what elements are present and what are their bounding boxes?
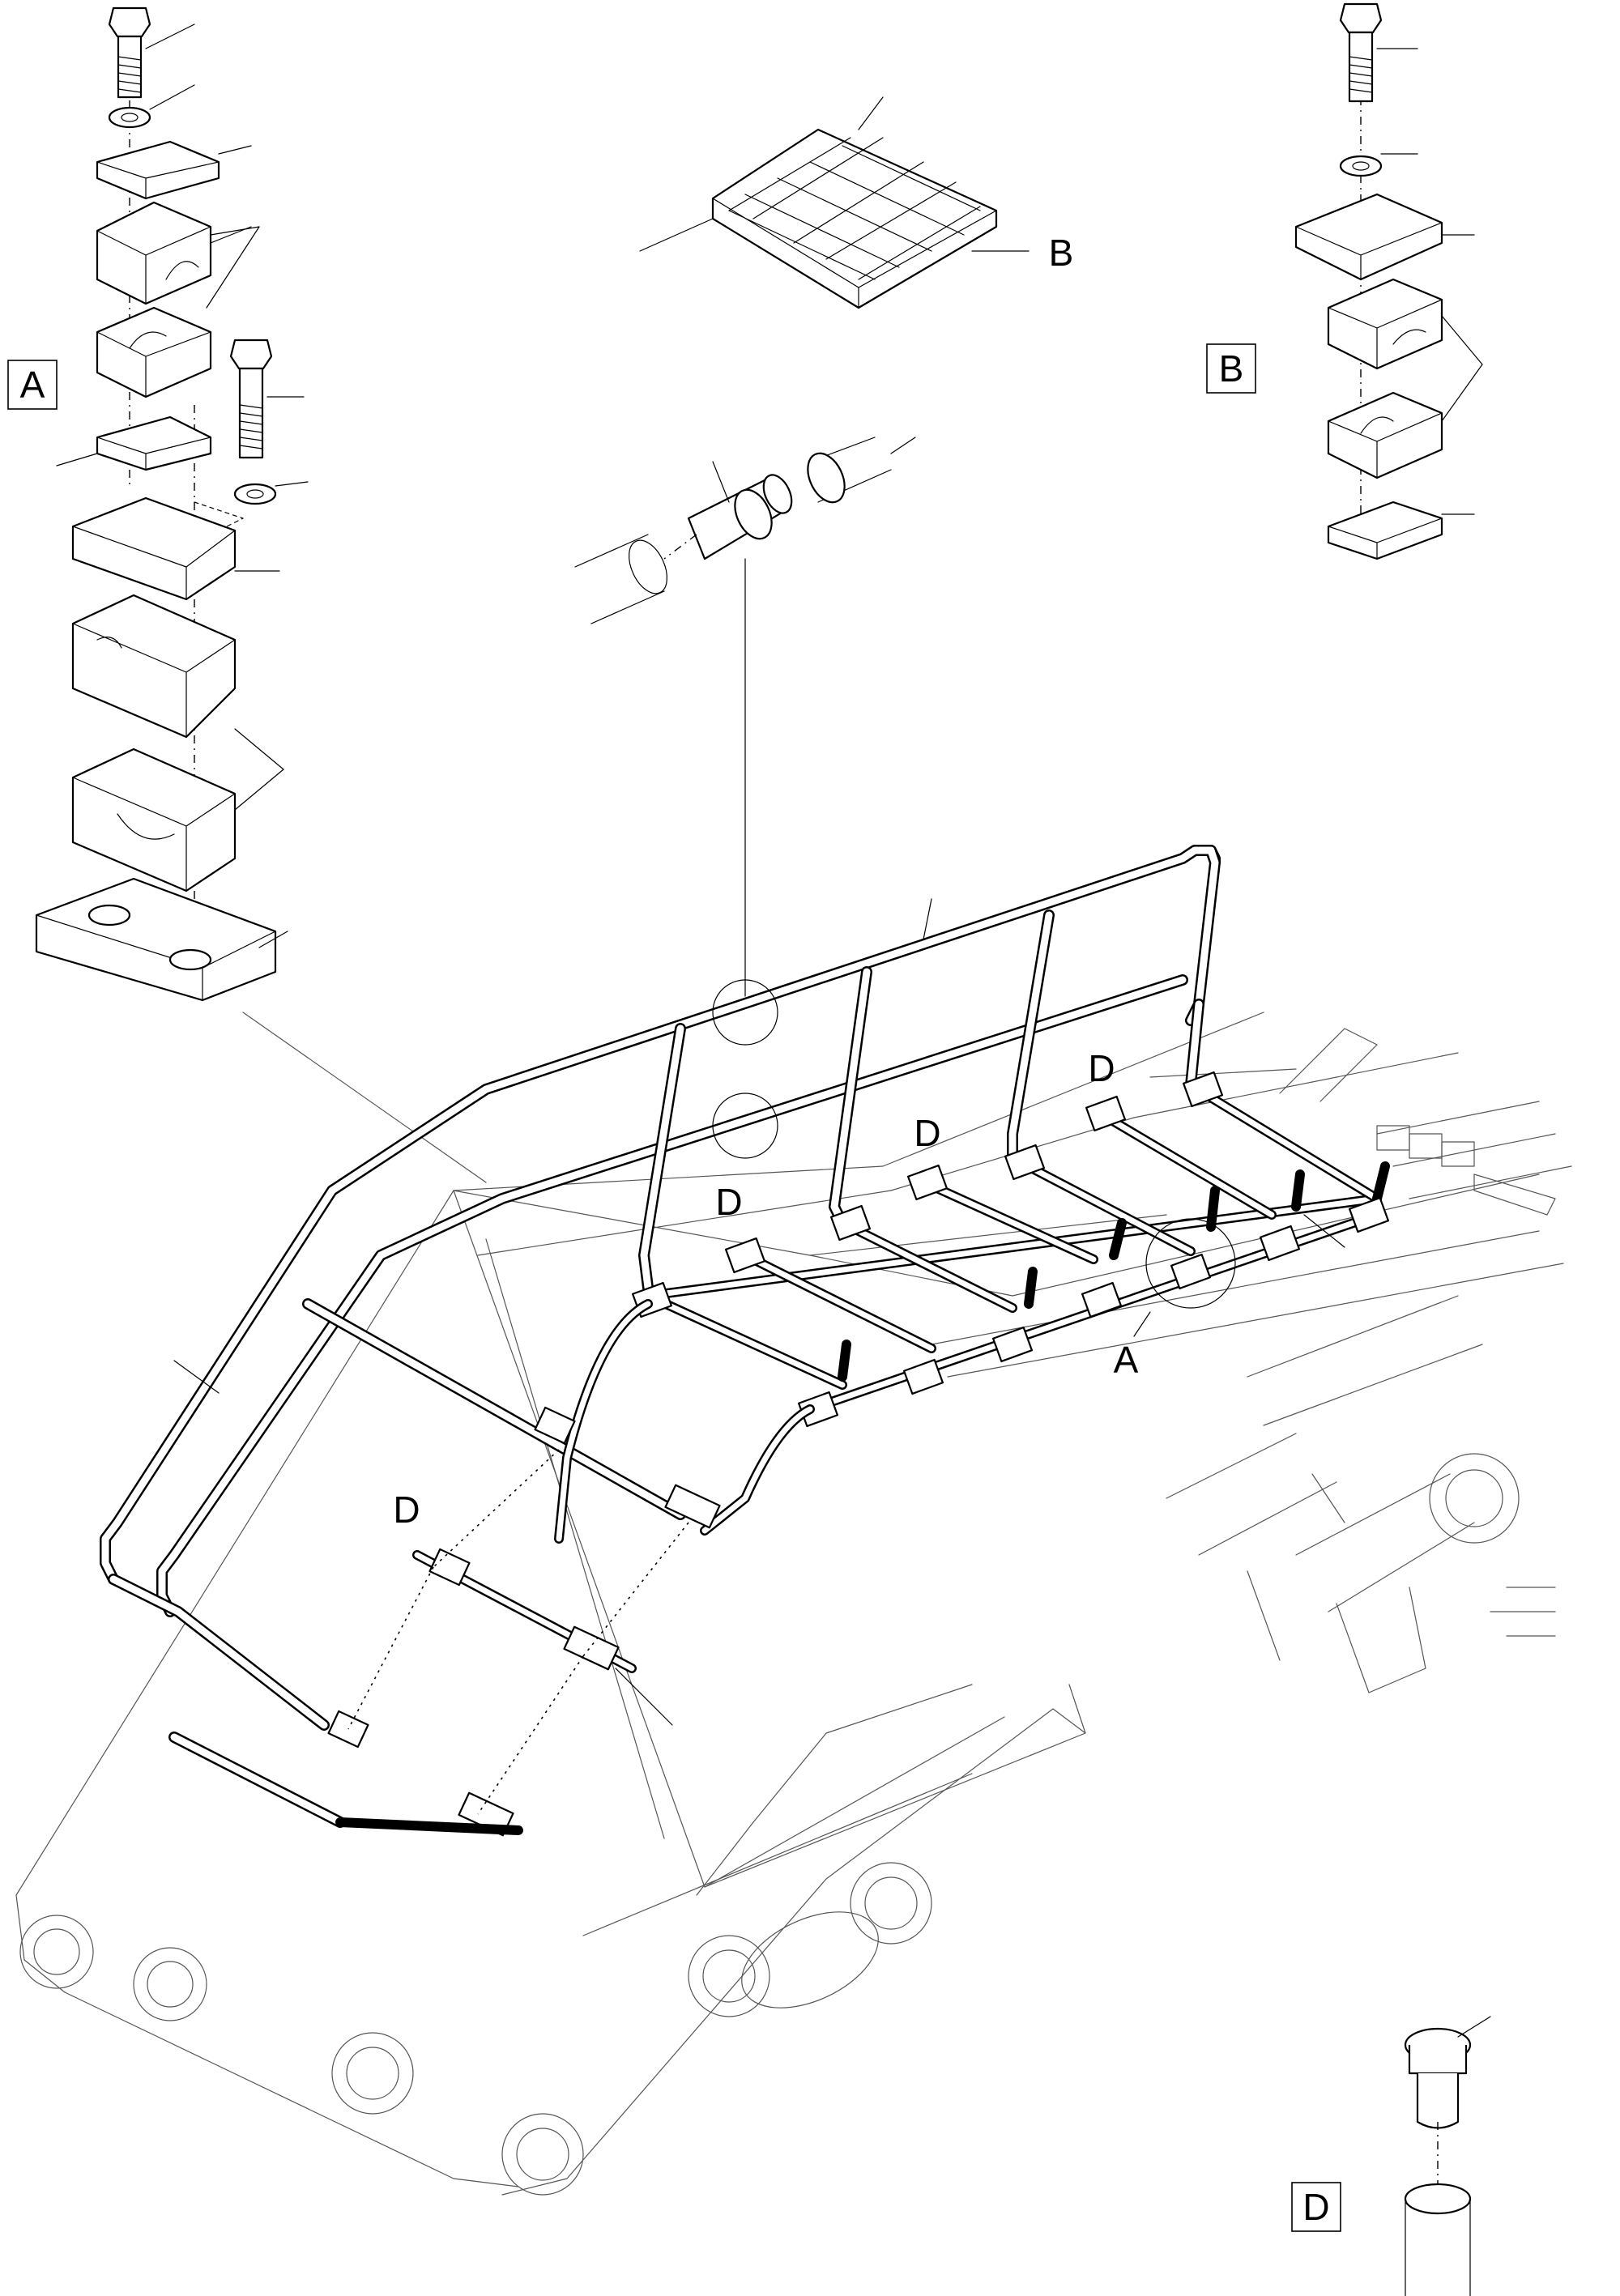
pin-connection	[574, 437, 916, 997]
bolt-icon	[108, 6, 195, 99]
detail-a-label-box	[7, 360, 58, 410]
support-d-label-3: D	[715, 1181, 742, 1223]
bolt-icon	[229, 339, 305, 459]
guard-rail-frame	[100, 845, 1221, 1828]
washer-icon	[108, 106, 151, 129]
detail-d-plug: D	[1291, 2016, 1491, 2296]
detail-a-label: A	[20, 364, 45, 406]
support-d-label-4: D	[393, 1489, 420, 1531]
pad-callout-label: B	[1049, 232, 1074, 274]
callout-circle	[1145, 1218, 1236, 1309]
detail-b-label: B	[1219, 347, 1244, 390]
circle-callout-label: A	[1114, 1339, 1139, 1381]
washer-icon	[1339, 155, 1383, 177]
detail-d-label-box	[1291, 2182, 1341, 2232]
support-brackets: A D D D D	[327, 1047, 1390, 1837]
detail-b-label-box	[1206, 343, 1256, 394]
detail-b-pad: B	[639, 96, 1074, 309]
boom-body	[15, 1012, 1572, 2196]
support-d-label-1: D	[1088, 1047, 1115, 1089]
bolt-icon	[1339, 2, 1418, 103]
detail-a-clamp-assembly: A	[7, 6, 309, 1002]
support-d-label-2: D	[914, 1112, 940, 1154]
washer-icon	[233, 483, 277, 505]
detail-b-clamp-assembly: B	[1206, 2, 1483, 560]
detail-d-label: D	[1302, 2186, 1329, 2228]
